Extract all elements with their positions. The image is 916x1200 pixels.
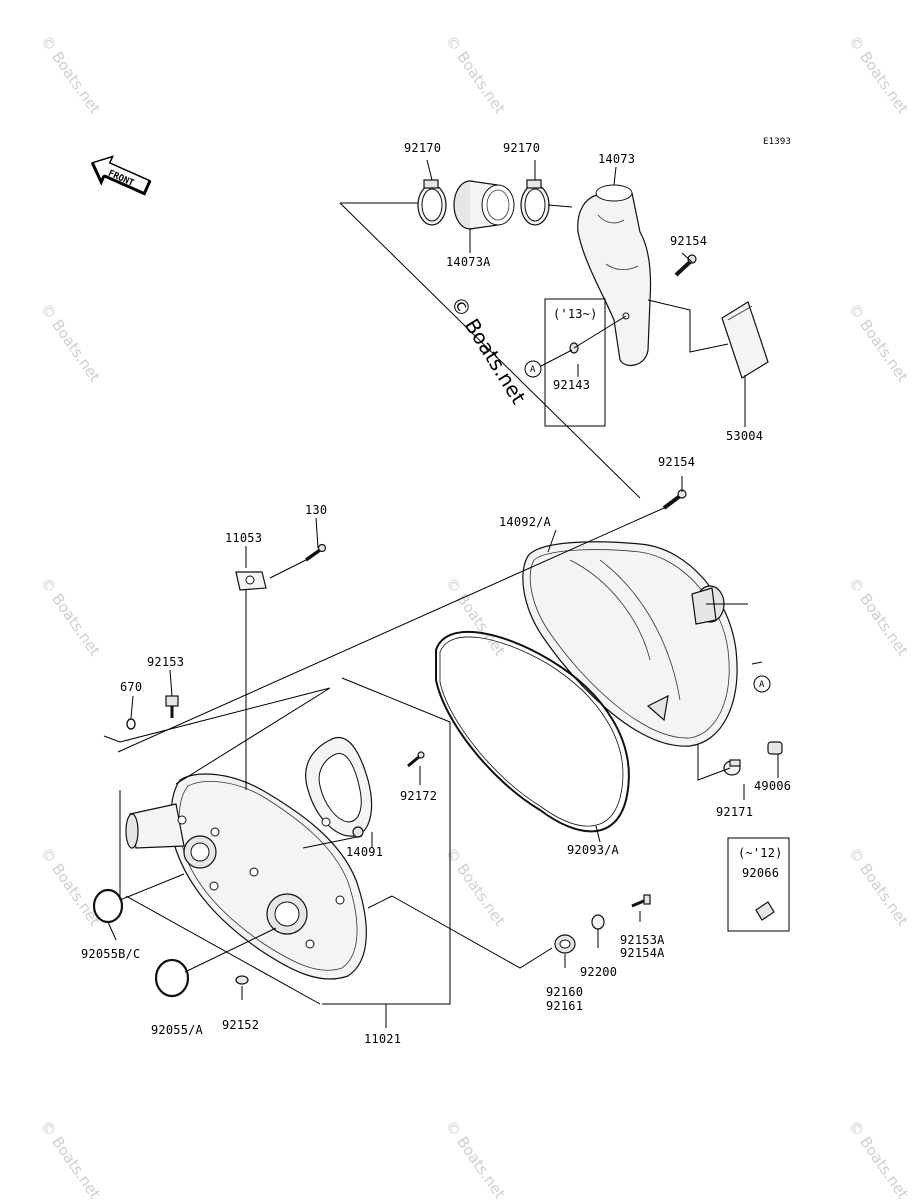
label-92171: 92171 bbox=[716, 805, 753, 819]
watermark-tile: © Boats.net bbox=[37, 574, 104, 659]
duct-coupler bbox=[453, 180, 515, 230]
label-11021: 11021 bbox=[364, 1032, 401, 1046]
callout-letter: A bbox=[530, 365, 536, 375]
box-2012-label: (~'12) bbox=[738, 846, 783, 860]
watermark-tile: © Boats.net bbox=[442, 574, 509, 659]
hose-clamp-left bbox=[417, 179, 447, 226]
box-2012-earlier: (~'12) bbox=[727, 837, 790, 932]
bolt-92172 bbox=[407, 751, 425, 768]
bolt-92153 bbox=[165, 695, 179, 718]
label-92055bc: 92055B/C bbox=[81, 947, 140, 961]
label-92093: 92093/A bbox=[567, 843, 620, 857]
watermark-tile: © Boats.net bbox=[37, 1117, 104, 1200]
watermark-tile: © Boats.net bbox=[442, 1117, 509, 1200]
watermark-tile: © Boats.net bbox=[442, 32, 509, 117]
label-11053: 11053 bbox=[225, 531, 262, 545]
watermark-tile: © Boats.net bbox=[37, 844, 104, 929]
part-labels: 92170 92170 14073 14073A 92154 92143 530… bbox=[81, 141, 791, 1046]
label-14092: 14092/A bbox=[499, 515, 552, 529]
label-92172: 92172 bbox=[400, 789, 437, 803]
sensor-bracket bbox=[235, 571, 267, 591]
watermark-tile: © Boats.net bbox=[845, 844, 912, 929]
label-670: 670 bbox=[120, 680, 142, 694]
label-92161: 92161 bbox=[546, 999, 583, 1013]
label-92160: 92160 bbox=[546, 985, 583, 999]
label-130: 130 bbox=[305, 503, 327, 517]
diagram-code: E1393 bbox=[763, 137, 791, 147]
label-92153: 92153 bbox=[147, 655, 184, 669]
label-14073a: 14073A bbox=[446, 255, 491, 269]
watermark-tile: © Boats.net bbox=[845, 574, 912, 659]
drain-cap bbox=[767, 741, 783, 755]
label-92154a: 92154A bbox=[620, 946, 665, 960]
hose-clamp-right bbox=[520, 179, 550, 226]
leader-lines bbox=[103, 159, 779, 1028]
inner-housing bbox=[125, 773, 367, 980]
drain-clamp bbox=[723, 759, 741, 776]
o-ring-92055bc bbox=[92, 888, 124, 924]
grommet-92160 bbox=[554, 934, 576, 954]
label-92154-cover: 92154 bbox=[658, 455, 695, 469]
box-2013-label: ('13~) bbox=[553, 307, 598, 321]
label-53004: 53004 bbox=[726, 429, 763, 443]
plug-92152 bbox=[235, 975, 249, 985]
o-ring-92055a bbox=[154, 958, 190, 998]
front-arrow-icon: FRONT bbox=[90, 155, 152, 196]
watermark-tile: © Boats.net bbox=[845, 32, 912, 117]
label-92170-left: 92170 bbox=[404, 141, 441, 155]
callout-letter: A bbox=[759, 680, 765, 690]
intake-duct bbox=[577, 184, 652, 367]
label-14091: 14091 bbox=[346, 845, 383, 859]
bolt-130 bbox=[304, 543, 327, 562]
label-92055a: 92055/A bbox=[151, 1023, 204, 1037]
bolt-92153a bbox=[631, 894, 651, 908]
label-sticker bbox=[721, 301, 769, 379]
label-92066: 92066 bbox=[742, 866, 779, 880]
label-92200: 92200 bbox=[580, 965, 617, 979]
outer-cover bbox=[522, 541, 738, 747]
cover-gasket bbox=[435, 630, 630, 833]
callout-a-top: A bbox=[524, 349, 573, 378]
guide-plate bbox=[305, 737, 373, 838]
label-92154-top: 92154 bbox=[670, 234, 707, 248]
watermark-tile: © Boats.net bbox=[37, 32, 104, 117]
center-watermark: © Boats.net bbox=[446, 292, 531, 408]
o-ring-670 bbox=[126, 718, 136, 730]
label-49006: 49006 bbox=[754, 779, 791, 793]
watermark-tile: © Boats.net bbox=[37, 300, 104, 385]
watermark-tile: © Boats.net bbox=[442, 844, 509, 929]
watermark-tile: © Boats.net bbox=[845, 1117, 912, 1200]
callout-a-right: A bbox=[753, 675, 771, 693]
label-92170-right: 92170 bbox=[503, 141, 540, 155]
label-14073: 14073 bbox=[598, 152, 635, 166]
label-92153a: 92153A bbox=[620, 933, 665, 947]
box-2013-later: ('13~) bbox=[544, 298, 627, 427]
label-92152: 92152 bbox=[222, 1018, 259, 1032]
watermark-tile: © Boats.net bbox=[845, 300, 912, 385]
bolt-92154-cover bbox=[662, 489, 687, 510]
bolt-92154-top bbox=[674, 254, 697, 277]
washer-92200 bbox=[591, 914, 605, 930]
label-92143: 92143 bbox=[553, 378, 590, 392]
